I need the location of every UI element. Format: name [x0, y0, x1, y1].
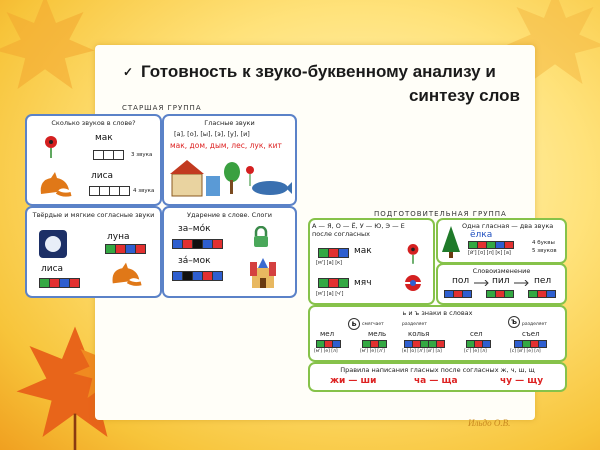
count-3: 3 звука	[131, 152, 153, 158]
scheme-kolya	[404, 340, 445, 348]
transcription-syel: [с] [й'] [е] [л]	[510, 349, 541, 354]
scheme-pel	[528, 290, 556, 298]
sounds-count: 5 звуков	[532, 248, 557, 254]
count-4: 4 звука	[133, 188, 155, 194]
scheme-sel	[466, 340, 491, 348]
title-line-1: Готовность к звуко-буквенному анализу и	[141, 62, 496, 81]
letters-count: 4 буквы	[532, 240, 555, 246]
scheme-mel-soft	[362, 340, 387, 348]
panel-spelling-rules: Правила написания гласных после согласны…	[308, 362, 567, 392]
scheme-mel	[316, 340, 341, 348]
panel-one-vowel-two-sounds: Одна гласная — два звука ёлка 4 буквы 5 …	[436, 218, 567, 264]
panel-vowels: Гласные звуки [а], [о], [ы], [э], [у], […	[162, 114, 297, 206]
panel-sound-count: Сколько звуков в слове? мак 3 звука лиса…	[25, 114, 162, 206]
word-myach: мяч	[354, 278, 372, 288]
transcription-mak: [м'] [а] [к]	[316, 260, 343, 266]
word-kolya: колья	[408, 330, 430, 338]
word-zamok-2: за́–мок	[178, 256, 211, 266]
word-zamok-1: за–мо́к	[178, 224, 211, 234]
vowel-words: мак, дом, дым, лес, лук, кит	[170, 141, 282, 150]
transcription-sel: [с'] [е] [л]	[464, 349, 487, 354]
word-mak: мак	[95, 133, 113, 143]
maple-leaf-top-left-icon	[0, 0, 95, 90]
transcription-mel: [м'] [е] [л]	[314, 349, 338, 354]
arrow-icons	[474, 280, 529, 286]
panel-iotated: А — Я, О — Ё, У — Ю, Э — Е после согласн…	[308, 218, 435, 305]
poppy-icon-2	[407, 244, 419, 264]
hard-sign-circle: ъ	[508, 316, 520, 328]
word-mak-2: мак	[354, 246, 372, 256]
scheme-luna	[105, 244, 146, 254]
panel-heading: А — Я, О — Ё, У — Ю, Э — Е после согласн…	[312, 222, 405, 238]
word-lisa: лиса	[91, 171, 114, 181]
panel-word-change: Словоизменение пол пил пел	[436, 263, 567, 305]
fox-icon-2	[112, 262, 142, 286]
lock-icon	[254, 226, 268, 247]
poppy-icon	[45, 136, 57, 158]
panel-soft-hard-signs: ь и ъ знаки в словах ь смягчает разделяе…	[308, 305, 567, 362]
watermark: Ильдо О.В.	[468, 418, 511, 428]
title-line-2: синтезу слов	[408, 86, 520, 105]
word-pel: пел	[534, 276, 552, 286]
scheme-pol	[444, 290, 472, 298]
soft-sign-circle: ь	[348, 318, 360, 330]
word-syel: съел	[522, 330, 540, 338]
word-sel: сел	[470, 330, 483, 338]
softens-label: смягчает	[362, 322, 384, 327]
transcription-myach: [м'] [а] [ч']	[316, 291, 344, 297]
transcription-mel-soft: [м'] [е] [л']	[360, 349, 385, 354]
separates-label-2: разделяет	[522, 322, 547, 327]
word-pol: пол	[452, 276, 470, 286]
panel-hard-soft: Твёрдые и мягкие согласные звуки луна ли…	[25, 206, 162, 298]
fir-tree-icon	[442, 226, 460, 258]
word-mel: мел	[320, 330, 335, 338]
panel-heading: ь и ъ знаки в словах	[402, 309, 473, 317]
scheme-mak-2	[318, 248, 349, 258]
panel-stress: Ударение в слове. Слоги за–мо́к за́–мок	[162, 206, 297, 298]
panel-heading: Словоизменение	[472, 267, 531, 275]
scheme-lisa-2	[39, 278, 80, 288]
scheme-pil	[486, 290, 514, 298]
scheme-myach	[318, 278, 349, 288]
fox-icon	[40, 172, 72, 197]
prep-group-label: ПОДГОТОВИТЕЛЬНАЯ ГРУППА	[374, 210, 507, 218]
scheme-mak	[93, 150, 124, 160]
scheme-syel	[514, 340, 547, 348]
panel-heading: Твёрдые и мягкие согласные звуки	[32, 211, 155, 219]
word-pil: пил	[492, 276, 510, 286]
vowel-pictures-icon	[170, 160, 292, 197]
scheme-lisa	[89, 186, 130, 196]
word-mel-soft: мель	[368, 330, 387, 338]
rule-chu-shchu-text: чу — щу	[500, 376, 544, 386]
moon-icon	[39, 230, 67, 258]
rule-cha-shcha: ча — ща	[414, 376, 458, 386]
panel-heading: Сколько звуков в слове?	[51, 119, 136, 127]
transcription-yolka: [й'] [о] [л] [к] [а]	[468, 250, 511, 256]
older-group-label: СТАРШАЯ ГРУППА	[122, 104, 202, 112]
scheme-zamok-1	[172, 239, 223, 249]
ball-icon	[405, 275, 421, 291]
castle-icon	[250, 258, 276, 288]
maple-leaf-top-right-icon	[505, 0, 600, 85]
word-lisa-2: лиса	[41, 264, 64, 274]
rule-cha-shcha-text: ча — ща	[414, 376, 458, 386]
rule-chu-shchu: чу — щу	[500, 376, 543, 386]
transcription-kolya: [к] [о] [л'] [й'] [а]	[402, 349, 442, 354]
word-yolka: ёлка	[470, 230, 493, 240]
panel-heading: Правила написания гласных после согласны…	[340, 366, 535, 374]
rule-zhi-shi-text: жи — ши	[330, 376, 377, 386]
scheme-yolka	[468, 241, 514, 249]
check-bullet-icon: ✓	[123, 65, 134, 79]
vowel-sounds: [а], [о], [ы], [э], [у], [и]	[174, 130, 250, 138]
word-luna: луна	[107, 232, 130, 242]
separates-label-1: разделяет	[402, 322, 427, 327]
panel-heading: Ударение в слове. Слоги	[187, 211, 272, 219]
panel-heading: Гласные звуки	[204, 119, 255, 127]
rule-zhi-shi: жи — ши	[330, 376, 376, 386]
scheme-zamok-2	[172, 271, 223, 281]
panel-heading: Одна гласная — два звука	[462, 222, 554, 230]
